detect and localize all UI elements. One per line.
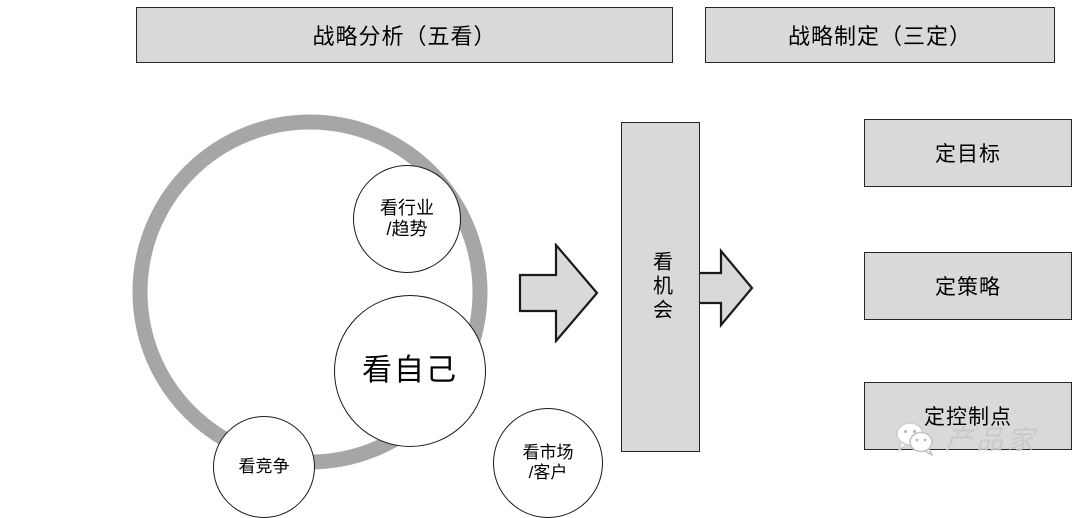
circle-node-market-line2: /客户 (528, 463, 568, 482)
arrow-small-shape (693, 248, 754, 328)
arrow-right-large-icon (518, 243, 599, 343)
circle-node-market-line1: 看市场 (522, 442, 574, 462)
circle-node-industry-line2: /趋势 (386, 219, 428, 239)
circle-node-competition: 看竞争 (213, 416, 315, 518)
outcome-box-goal: 定目标 (864, 119, 1072, 187)
outcome-box-control-point: 定控制点 (864, 382, 1072, 450)
circle-node-self-label: 看自己 (362, 354, 458, 388)
strategy-framework-diagram: { "headers": { "analysis": "战略分析（五看）", "… (100, 7, 1072, 518)
opportunity-bar: 看机会 (621, 122, 700, 452)
circle-node-industry: 看行业 /趋势 (353, 165, 461, 273)
circle-node-market: 看市场 /客户 (493, 408, 603, 518)
arrow-right-small-icon (693, 248, 754, 328)
header-strategy-formulation: 战略制定（三定） (705, 7, 1055, 63)
arrow-large-shape (518, 243, 599, 343)
circle-node-industry-line1: 看行业 (380, 197, 434, 218)
circle-node-self: 看自己 (334, 295, 486, 447)
five-look-ring-group: 看自己 看行业 /趋势 看竞争 看市场 /客户 (100, 80, 603, 518)
circle-node-competition-line1: 看竞争 (238, 456, 290, 476)
header-strategy-analysis: 战略分析（五看） (136, 7, 673, 63)
outcome-box-strategy: 定策略 (864, 252, 1072, 320)
